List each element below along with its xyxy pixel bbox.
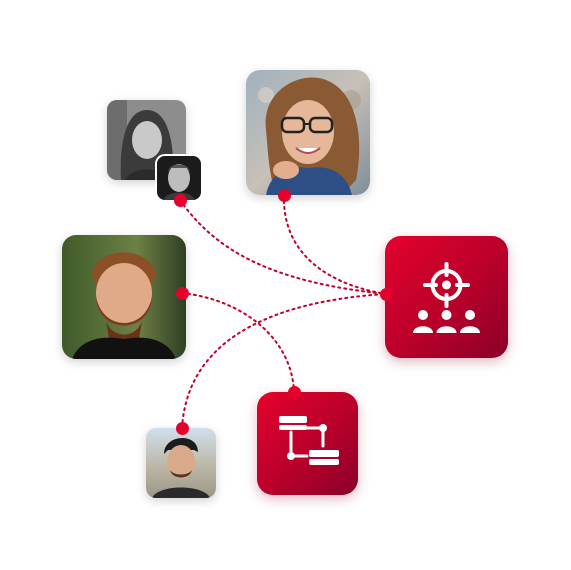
connector-dot-network	[287, 385, 301, 399]
connector-youngman-to-target	[181, 293, 387, 429]
targeting-tile	[385, 236, 508, 358]
photo-bearded-man	[62, 235, 186, 359]
connector-pair-to-target	[179, 199, 387, 295]
photo-young-man	[146, 428, 216, 498]
network-tile	[257, 392, 358, 495]
network-hierarchy-icon	[279, 416, 339, 465]
connector-dot-target	[379, 287, 393, 301]
connector-dot-pair	[173, 193, 187, 207]
connector-dot-bearded	[175, 286, 189, 300]
connector-dot-youngman	[175, 421, 189, 435]
connector-dot-glasses	[277, 188, 291, 202]
connector-bearded-to-network	[181, 292, 295, 393]
connector-glasses-to-target	[282, 194, 387, 295]
photo-woman-with-glasses	[246, 70, 370, 195]
photo-man-grayscale	[157, 156, 201, 200]
target-audience-icon	[413, 262, 480, 333]
